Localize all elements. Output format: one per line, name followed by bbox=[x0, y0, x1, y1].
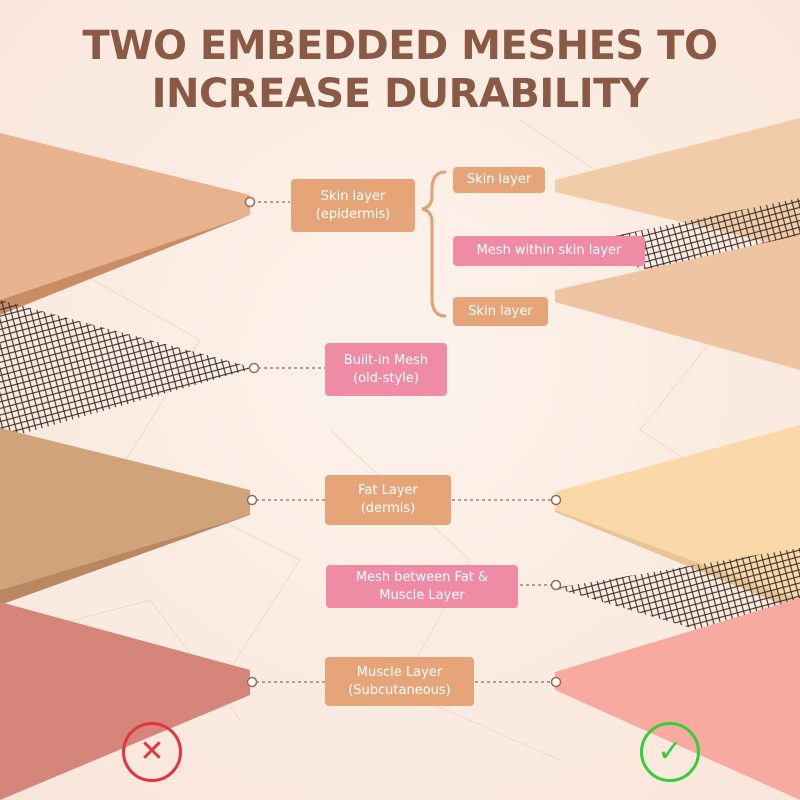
label-mesh-between-fat-muscle: Mesh between Fat & Muscle Layer bbox=[326, 565, 518, 608]
left-skin-layer bbox=[0, 133, 250, 315]
label-skin-layer-top: Skin layer bbox=[453, 167, 545, 193]
left-muscle-layer bbox=[0, 602, 250, 800]
label-mesh-within-skin: Mesh within skin layer bbox=[453, 236, 645, 266]
curly-brace bbox=[421, 170, 447, 318]
right-muscle-layer bbox=[555, 598, 800, 800]
label-skin-layer-bottom: Skin layer bbox=[453, 297, 548, 326]
label-builtin-mesh: Built-in Mesh (old-style) bbox=[325, 343, 447, 396]
page-title: TWO EMBEDDED MESHES TO INCREASE DURABILI… bbox=[0, 22, 800, 118]
label-skin-layer-epidermis: Skin layer (epidermis) bbox=[291, 179, 415, 232]
connector-dots bbox=[244, 196, 562, 688]
cross-mark-icon: ✕ bbox=[122, 722, 182, 782]
left-fat-layer bbox=[0, 428, 250, 605]
title-line-1: TWO EMBEDDED MESHES TO bbox=[82, 23, 718, 69]
label-fat-layer-dermis: Fat Layer (dermis) bbox=[325, 475, 451, 525]
left-builtin-mesh bbox=[0, 300, 255, 440]
right-skin-bottom bbox=[555, 235, 800, 370]
check-mark-icon: ✓ bbox=[640, 722, 700, 782]
label-muscle-layer: Muscle Layer (Subcutaneous) bbox=[325, 657, 474, 706]
title-line-2: INCREASE DURABILITY bbox=[151, 71, 649, 117]
connector-lines bbox=[252, 201, 552, 683]
